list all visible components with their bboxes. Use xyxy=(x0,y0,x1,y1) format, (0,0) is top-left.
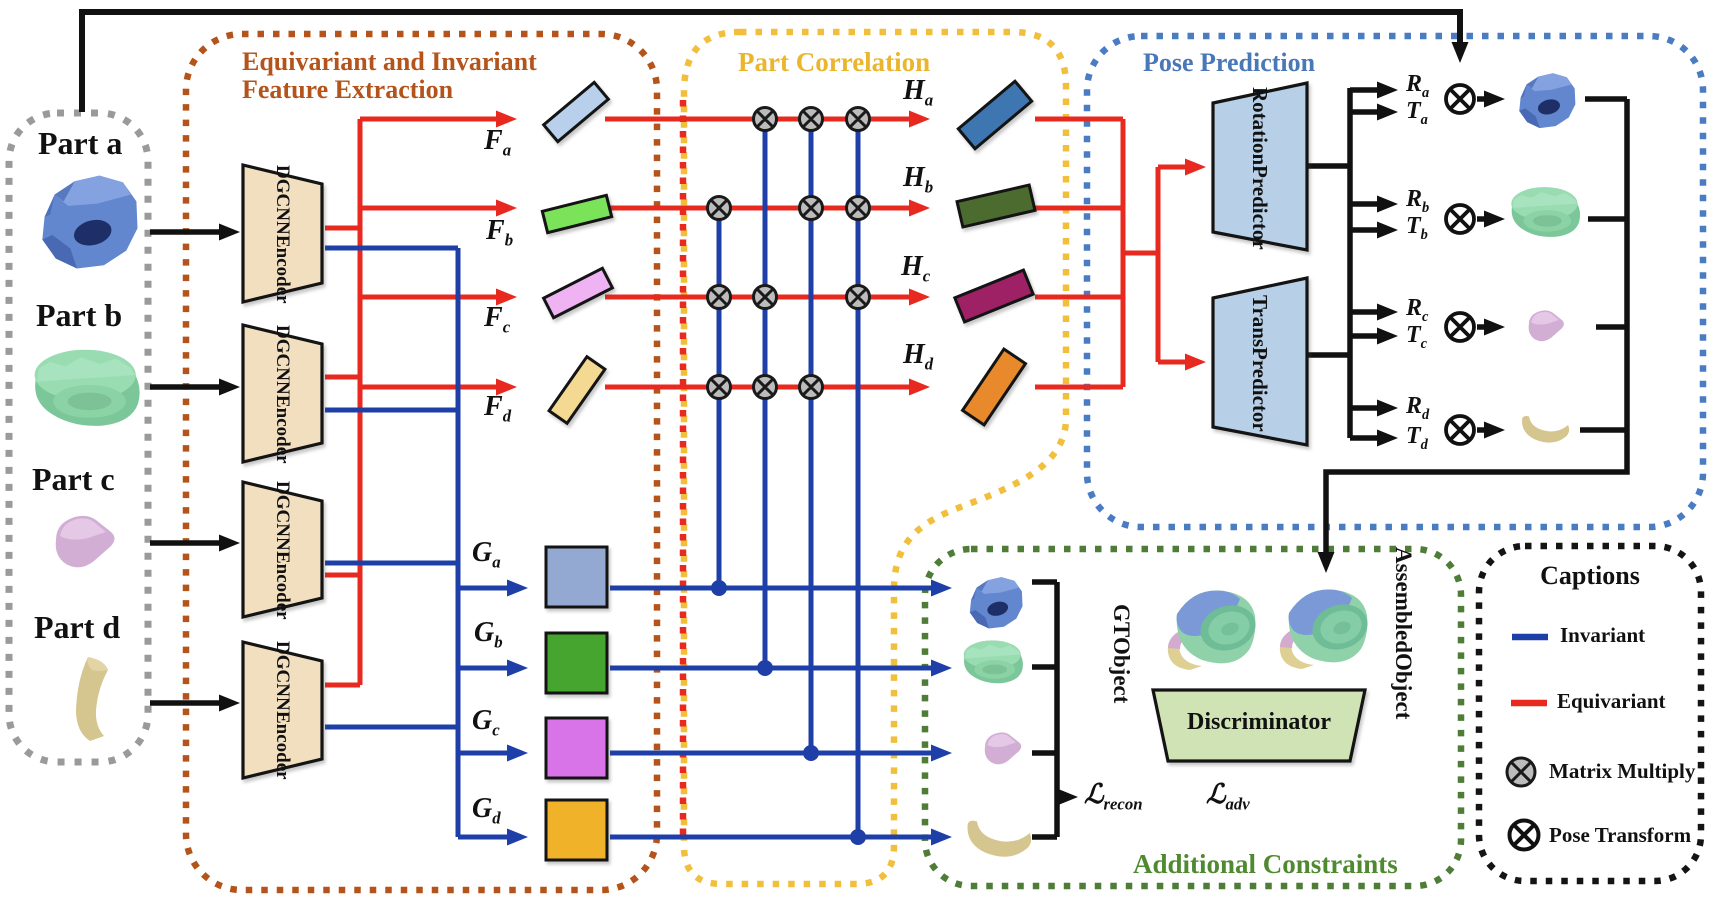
part-correlation-title: Part Correlation xyxy=(738,47,931,77)
trans-predictor xyxy=(1211,276,1309,447)
feature-tile-Hc xyxy=(952,268,1036,324)
discriminator-label: Discriminator xyxy=(1187,709,1331,735)
label-Hb: Hb xyxy=(903,162,934,197)
label-Ha: Ha xyxy=(903,75,934,110)
equivariant-lines xyxy=(325,116,1192,688)
captions-box xyxy=(1475,542,1705,885)
junction-dot xyxy=(711,580,727,596)
matrix-multiply-icon xyxy=(1505,756,1537,788)
feature-tile-Gb xyxy=(544,631,609,695)
label-Gd: Gd xyxy=(472,793,501,828)
caption-pose-transform-label: Pose Transform xyxy=(1549,823,1692,847)
feature-tile-Gc xyxy=(544,716,609,780)
pose-prediction-title: Pose Prediction xyxy=(1143,48,1316,77)
label-Fd: Fd xyxy=(484,391,512,426)
discriminator xyxy=(1151,688,1367,763)
dgcnn-encoder-b xyxy=(241,322,324,465)
part-b-label: Part b xyxy=(36,297,123,333)
dgcnn-encoder-d xyxy=(241,639,324,781)
pose-transform-ops xyxy=(1444,83,1476,446)
captions-title: Captions xyxy=(1540,561,1640,590)
label-Tc: Tc xyxy=(1406,322,1428,352)
feature-tile-Fb xyxy=(540,193,614,235)
feature-tile-Ga xyxy=(544,545,609,609)
rotation-predictor xyxy=(1211,81,1309,252)
loss-adv-label: ℒadv xyxy=(1206,779,1250,814)
label-Rb: Rb xyxy=(1406,186,1430,216)
junction-dot xyxy=(803,745,819,761)
part-correlation-box xyxy=(680,28,1070,888)
dgcnn-encoder-a xyxy=(241,162,324,305)
junction-dot xyxy=(850,829,866,845)
loss-recon-label: ℒrecon xyxy=(1084,779,1143,814)
part-c-label: Part c xyxy=(32,461,115,497)
label-Hd: Hd xyxy=(903,339,934,374)
caption-matrix-multiply-label: Matrix Multiply xyxy=(1549,759,1696,783)
object-images xyxy=(1167,589,1374,670)
part-d-label: Part d xyxy=(34,609,121,645)
label-Fa: Fa xyxy=(484,125,512,160)
label-Tb: Tb xyxy=(1406,213,1428,243)
label-Ta: Ta xyxy=(1406,98,1428,128)
matrix-multiply-grid xyxy=(706,106,871,400)
feature-tile-Hd xyxy=(960,346,1028,428)
feature-extraction-title: Equivariant and Invariant Feature Extrac… xyxy=(242,47,537,105)
gt-object-image xyxy=(1167,590,1262,670)
additional-constraints-box xyxy=(921,545,1465,890)
additional-constraints-title: Additional Constraints xyxy=(1133,849,1398,879)
assembled-object-image xyxy=(1279,589,1374,669)
label-Fb: Fb xyxy=(486,215,514,250)
label-Gc: Gc xyxy=(472,705,500,740)
dgcnn-encoder-c xyxy=(241,479,324,620)
junction-dot xyxy=(757,660,773,676)
label-Ga: Ga xyxy=(472,537,501,572)
feature-tile-Fd xyxy=(546,354,608,426)
caption-invariant-label: Invariant xyxy=(1560,623,1646,647)
input-part-images xyxy=(34,175,140,741)
label-Ra: Ra xyxy=(1406,71,1430,101)
label-Fc: Fc xyxy=(484,302,511,337)
label-Rd: Rd xyxy=(1406,393,1430,423)
input-bypass-line xyxy=(79,9,1463,112)
feature-tile-Hb xyxy=(955,183,1037,229)
invariant-lines xyxy=(325,119,938,840)
posed-part-images xyxy=(1511,73,1581,443)
feature-extraction-box xyxy=(182,30,661,894)
label-Td: Td xyxy=(1406,423,1428,453)
feature-tile-Ha xyxy=(956,79,1034,151)
feature-tile-Gd xyxy=(544,798,609,862)
input-parts-box xyxy=(5,109,152,766)
label-Hc: Hc xyxy=(901,251,931,286)
feature-tile-Fc xyxy=(541,266,615,320)
caption-equivariant-label: Equivariant xyxy=(1557,689,1666,713)
feature-tile-Fa xyxy=(541,80,611,144)
caption-icons xyxy=(1505,633,1548,852)
gt-part-images xyxy=(963,577,1032,857)
label-Gb: Gb xyxy=(474,617,503,652)
pose-prediction-box xyxy=(1083,32,1707,531)
pose-transform-icon xyxy=(1507,818,1541,852)
part-a-label: Part a xyxy=(38,125,123,161)
label-Rc: Rc xyxy=(1406,295,1429,325)
